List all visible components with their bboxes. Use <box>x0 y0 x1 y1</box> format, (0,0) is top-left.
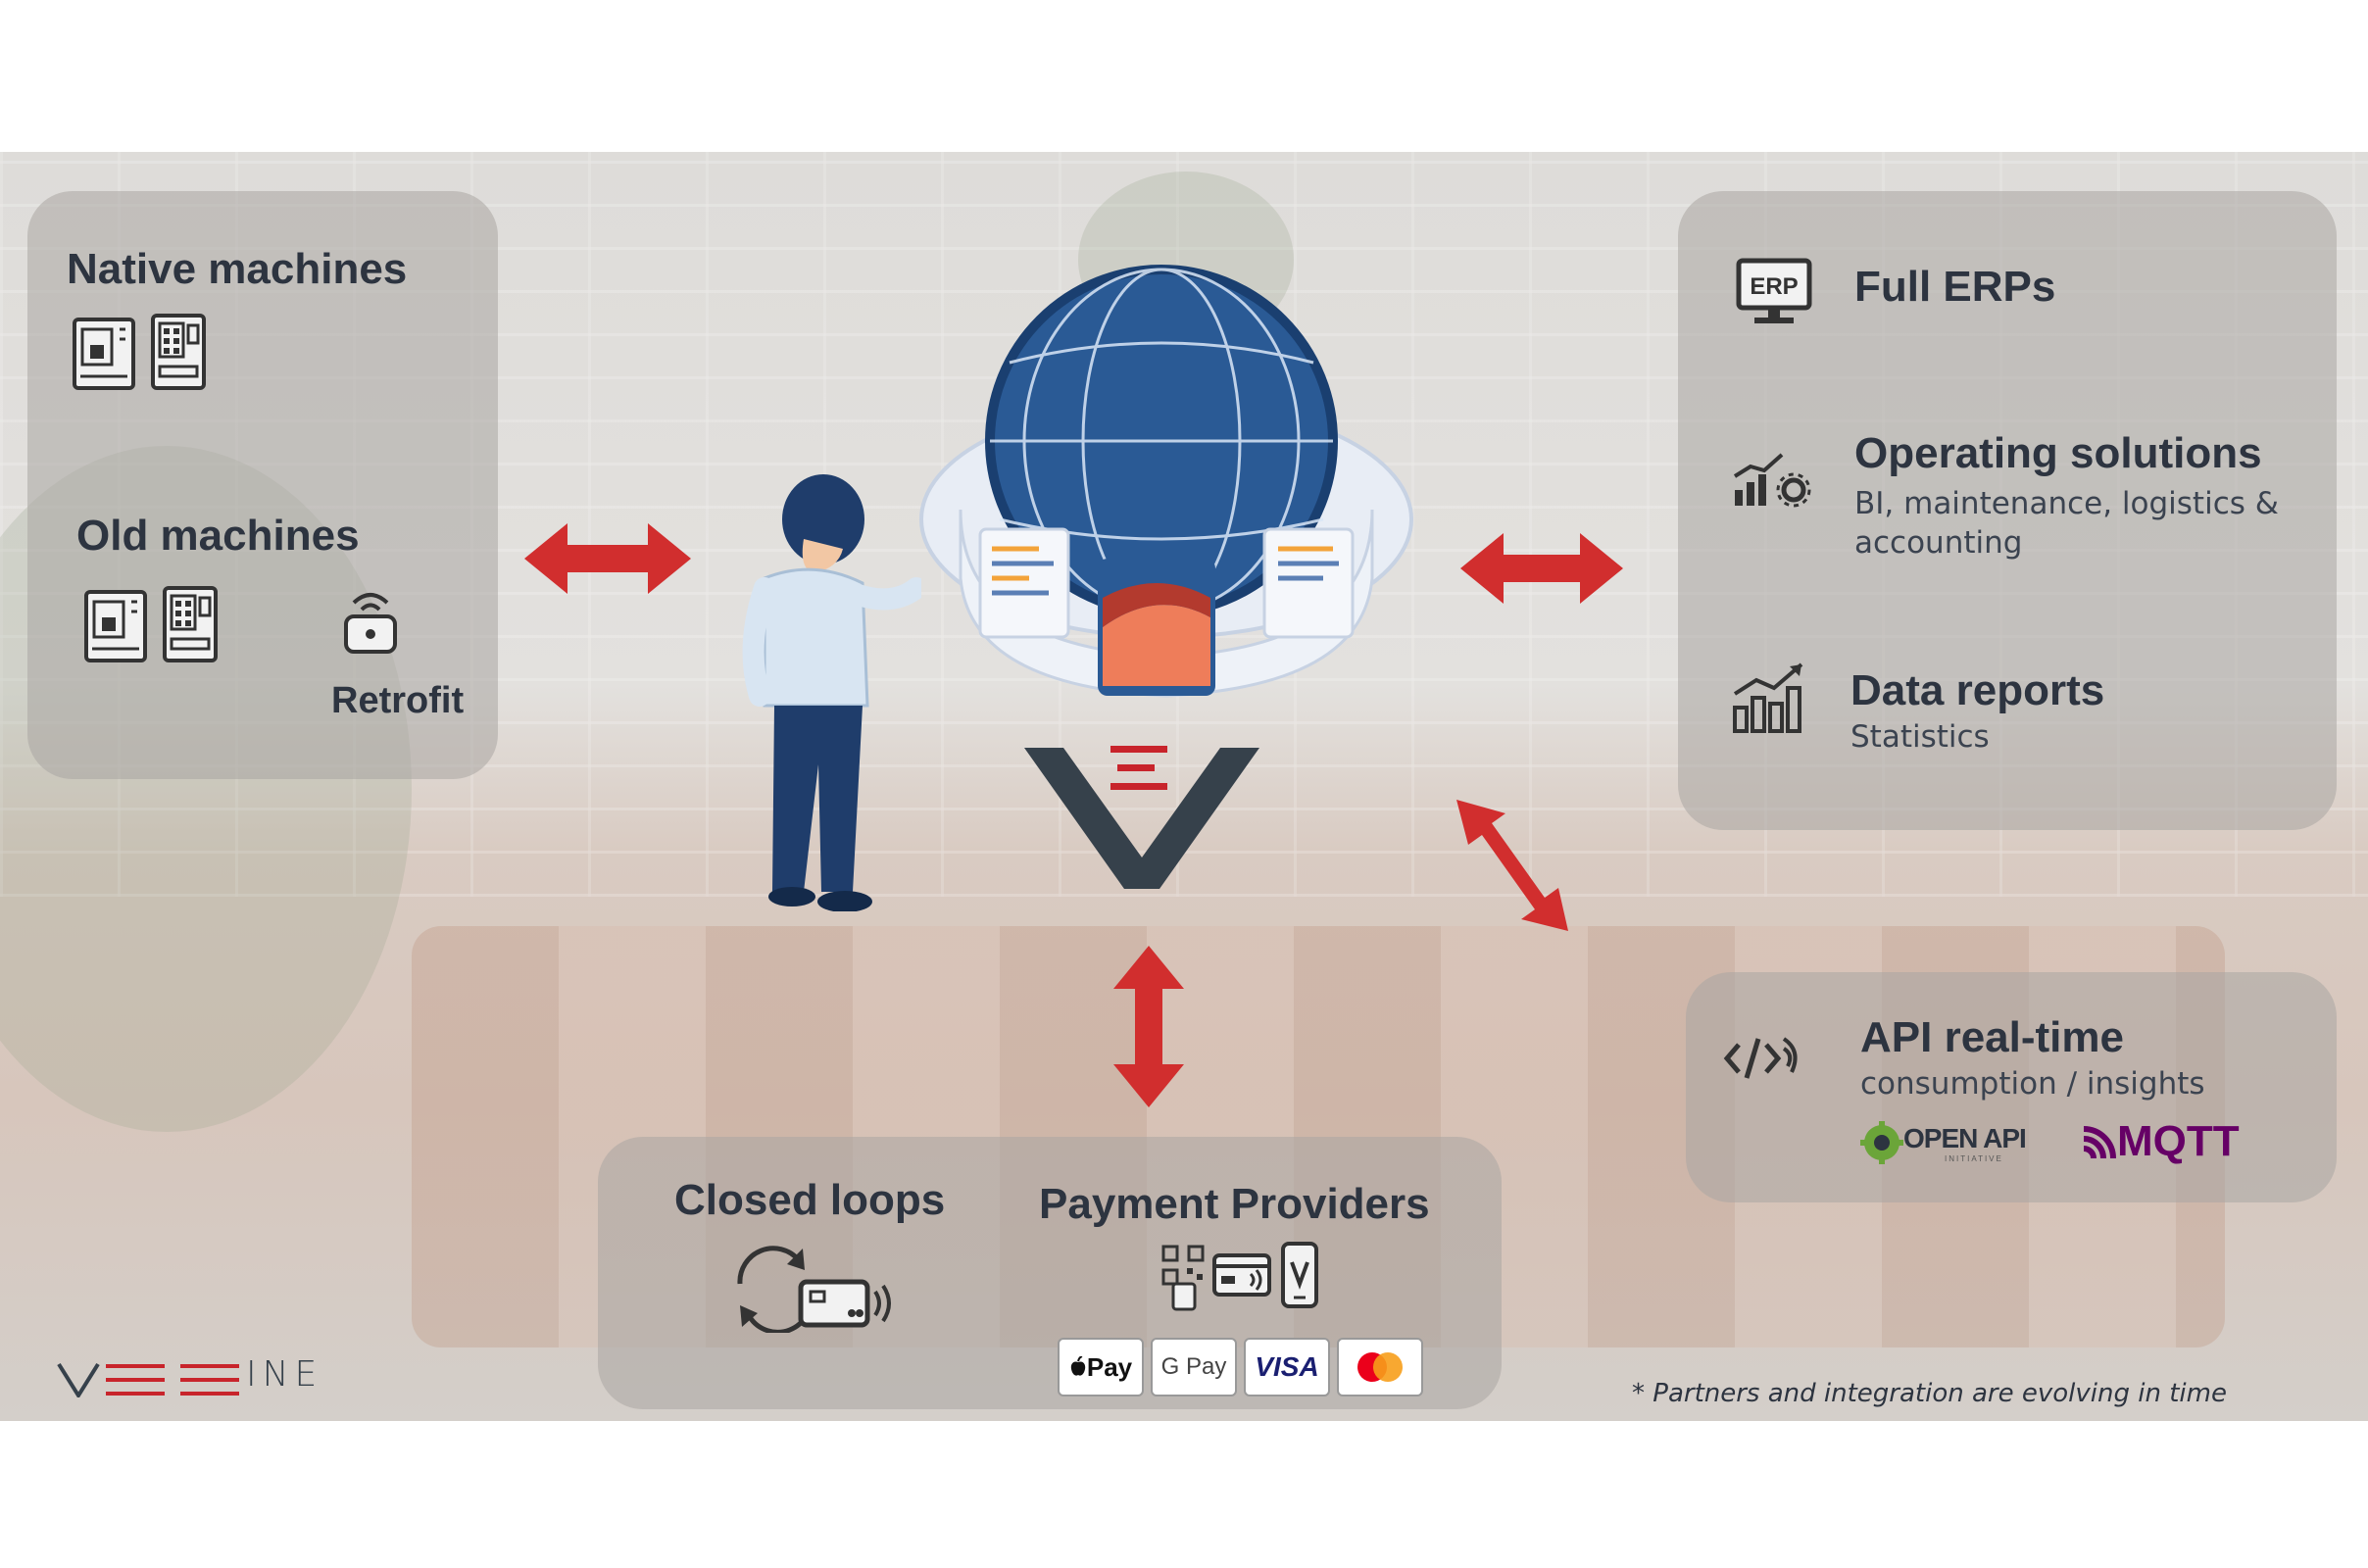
operating-solutions-subtitle: BI, maintenance, logistics & accounting <box>1854 486 2279 561</box>
machines-card <box>27 191 498 779</box>
native-machines-title: Native machines <box>67 245 408 293</box>
visa-badge: VISA <box>1244 1338 1330 1396</box>
apple-pay-badge: Pay <box>1058 1338 1144 1396</box>
apple-icon <box>1070 1356 1086 1376</box>
coffee-machine-icon <box>84 590 147 662</box>
old-machines-title: Old machines <box>76 512 360 560</box>
openapi-logo: OPEN API INITIATIVE <box>1860 1117 2027 1168</box>
openapi-text: OPEN API <box>1903 1123 2027 1153</box>
openapi-initiative-text: INITIATIVE <box>1945 1154 2003 1163</box>
mastercard-badge <box>1337 1338 1423 1396</box>
chart-gear-icon <box>1733 453 1811 508</box>
globe-dashboard-illustration <box>919 265 1413 698</box>
google-pay-badge: G Pay <box>1151 1338 1237 1396</box>
arrow-vertical-bidirectional <box>1113 946 1184 1107</box>
retrofit-label: Retrofit <box>331 680 465 721</box>
mqtt-logo: MQTT <box>2082 1117 2258 1166</box>
veetamine-v-logo <box>1024 746 1259 889</box>
person-illustration <box>742 474 921 911</box>
arrow-diagonal-bidirectional <box>1456 800 1568 931</box>
api-card <box>1686 972 2337 1202</box>
wifi-device-icon <box>344 593 397 654</box>
veetamine-wordmark: VEETAMINE <box>57 1354 449 1405</box>
wordmark-v-icon <box>57 1362 100 1397</box>
footnote: * Partners and integration are evolving … <box>1632 1379 2227 1408</box>
vending-machine-icon <box>151 314 206 390</box>
card-icon <box>1212 1253 1271 1297</box>
arrow-left-bidirectional <box>524 523 691 594</box>
mqtt-text: MQTT <box>2117 1117 2240 1165</box>
wordmark-e-bars-icon <box>106 1364 239 1396</box>
arrow-right-bidirectional <box>1460 533 1623 604</box>
data-reports-subtitle: Statistics <box>1850 719 1990 755</box>
data-reports-title: Data reports <box>1850 666 2105 714</box>
vending-machine-icon <box>163 586 218 662</box>
svg-text:ERP: ERP <box>1750 273 1798 300</box>
wordmark-text: VEETAMINE <box>69 1354 323 1395</box>
qr-phone-icon <box>1161 1245 1205 1311</box>
api-code-icon <box>1723 1037 1798 1079</box>
bar-chart-icon <box>1733 662 1803 733</box>
openapi-gear-icon <box>1860 1121 1903 1164</box>
api-title: API real-time <box>1860 1013 2124 1061</box>
coffee-machine-icon <box>73 318 135 390</box>
operating-solutions-title: Operating solutions <box>1854 429 2262 477</box>
mastercard-icon <box>1357 1352 1403 1382</box>
closed-loops-title: Closed loops <box>674 1176 946 1224</box>
sync-card-icon <box>737 1246 891 1333</box>
erp-monitor-icon: ERP <box>1736 258 1812 323</box>
api-subtitle: consumption / insights <box>1860 1066 2205 1102</box>
full-erps-title: Full ERPs <box>1854 263 2056 311</box>
payment-providers-title: Payment Providers <box>1039 1180 1430 1228</box>
mqtt-waves-icon <box>2083 1126 2116 1159</box>
phone-v-icon <box>1281 1242 1318 1308</box>
